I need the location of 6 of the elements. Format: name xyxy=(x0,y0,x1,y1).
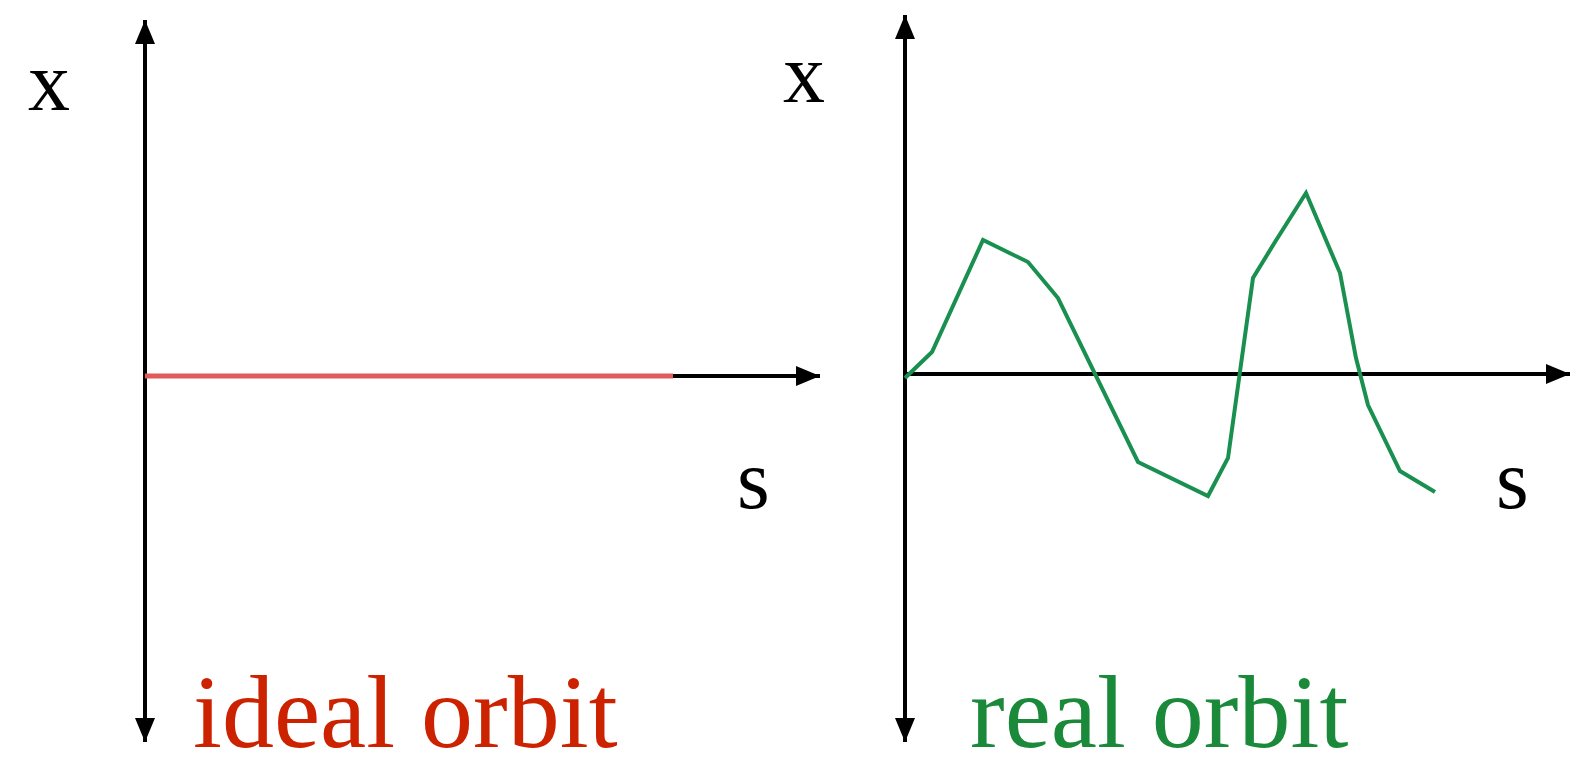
axis-label: s xyxy=(1496,438,1529,522)
axis-label: x xyxy=(28,40,70,124)
axis-label: s xyxy=(737,438,770,522)
axis-label: x xyxy=(783,32,825,116)
orbit-caption: real orbit xyxy=(970,660,1349,764)
orbit-caption: ideal orbit xyxy=(193,660,618,764)
